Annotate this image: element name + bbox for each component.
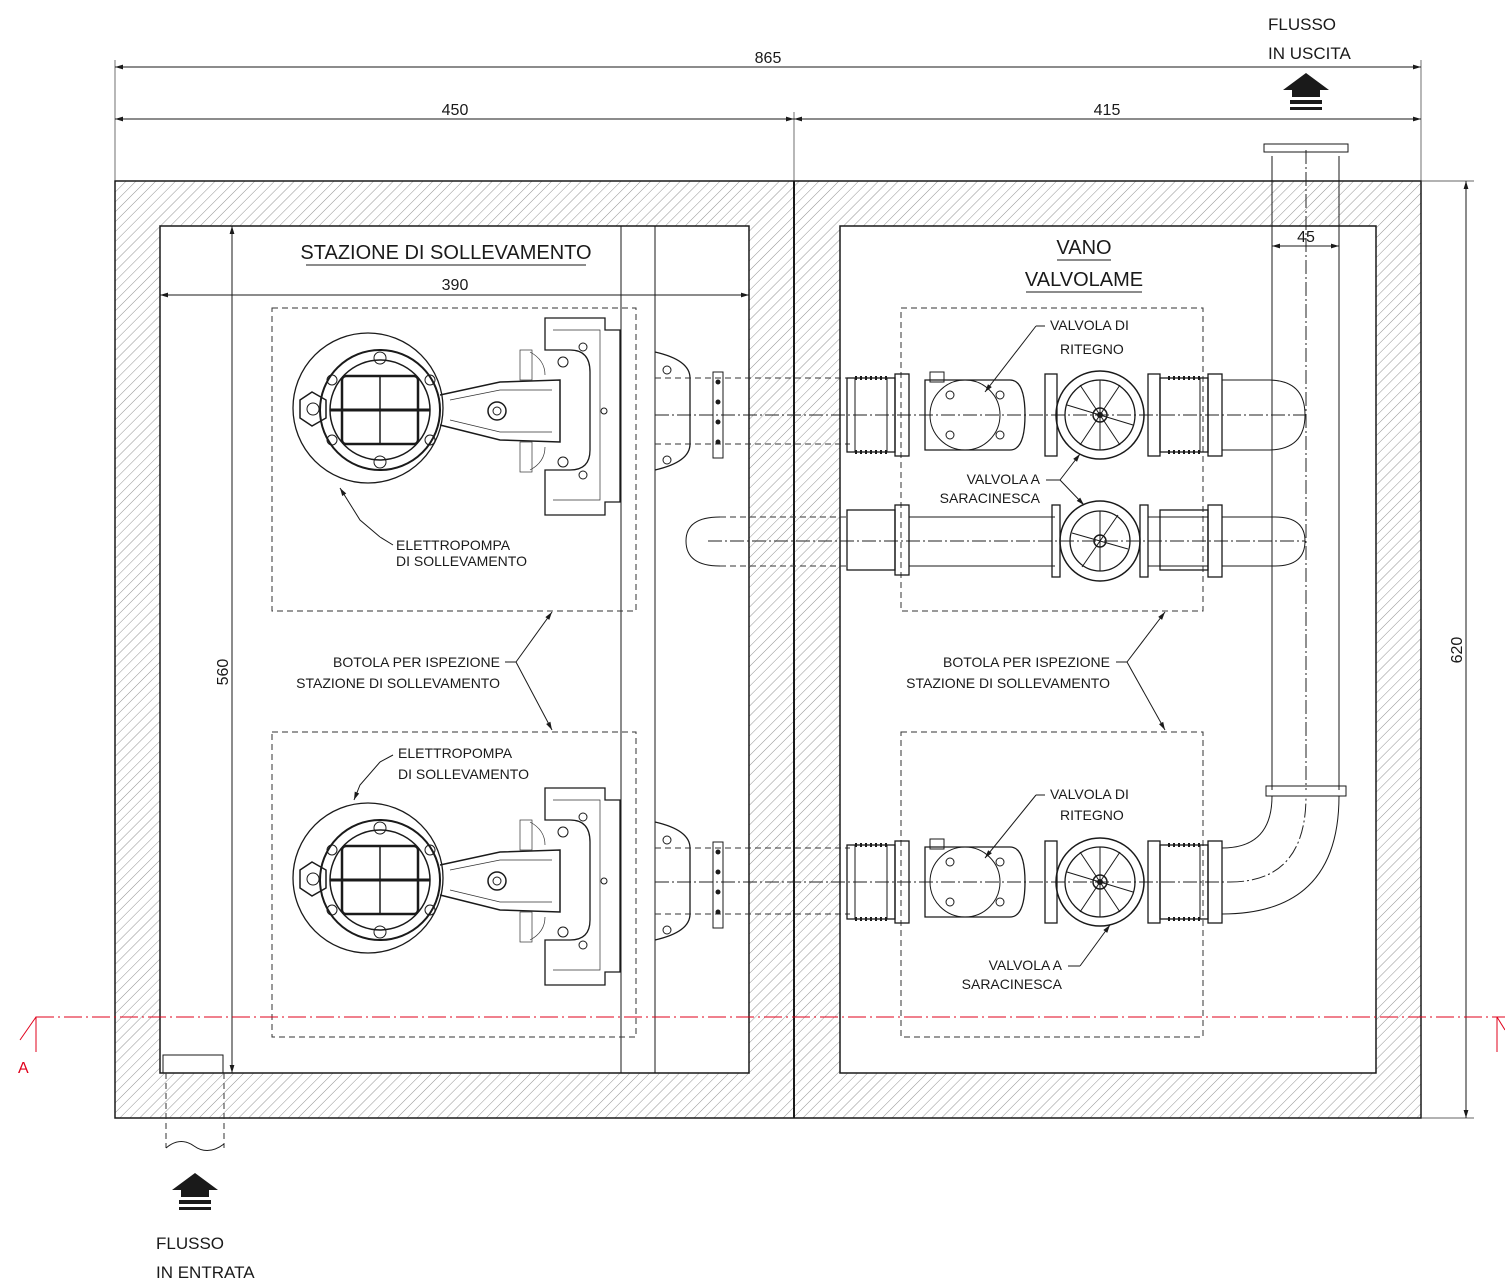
dim-450-label: 450 — [442, 102, 469, 119]
dim-left-width: 450 — [115, 102, 795, 181]
up-arrow-icon — [1283, 73, 1329, 110]
flow-in-label-2: IN ENTRATA — [156, 1263, 255, 1282]
hatch-label-left: BOTOLA PER ISPEZIONE STAZIONE DI SOLLEVA… — [296, 611, 553, 731]
svg-text:SARACINESCA: SARACINESCA — [962, 976, 1063, 992]
hatch-outline-right-bottom — [900, 731, 1204, 1038]
bypass-train — [846, 500, 1306, 582]
hatch-outline-right-top — [900, 307, 1204, 612]
svg-text:VALVOLA DI: VALVOLA DI — [1050, 786, 1129, 802]
svg-text:VALVOLA DI: VALVOLA DI — [1050, 317, 1129, 333]
svg-text:RITEGNO: RITEGNO — [1060, 341, 1124, 357]
pump-top — [292, 317, 691, 516]
hatch-outline-bottom — [271, 731, 637, 1038]
gate-valve-top-label: VALVOLA A SARACINESCA — [940, 453, 1085, 506]
gate-valve-bottom-label: VALVOLA A SARACINESCA — [962, 924, 1111, 992]
svg-text:DI SOLLEVAMENTO: DI SOLLEVAMENTO — [398, 766, 529, 782]
dim-865-label: 865 — [755, 50, 782, 67]
inlet-pipe-break — [165, 1141, 225, 1151]
svg-text:RITEGNO: RITEGNO — [1060, 807, 1124, 823]
up-arrow-icon — [172, 1173, 218, 1210]
outlet-riser: 45 — [1221, 143, 1349, 915]
walls — [114, 180, 1422, 1119]
hatch-label-right: BOTOLA PER ISPEZIONE STAZIONE DI SOLLEVA… — [906, 611, 1166, 731]
pump-top-label: ELETTROPOMPA DI SOLLEVAMENTO — [339, 487, 527, 569]
dim-560-label: 560 — [215, 659, 232, 686]
outlet-flange — [1263, 143, 1349, 153]
inlet-pipe-cap — [162, 1054, 224, 1074]
top-pipe-end — [1222, 379, 1306, 451]
check-valve-top-label: VALVOLA DI RITEGNO — [984, 317, 1129, 393]
hatch-outline-top — [271, 307, 637, 612]
section-mark-a: A — [18, 1060, 29, 1077]
svg-text:ELETTROPOMPA: ELETTROPOMPA — [396, 537, 511, 553]
svg-text:STAZIONE DI SOLLEVAMENTO: STAZIONE DI SOLLEVAMENTO — [296, 675, 500, 691]
dim-45-label: 45 — [1297, 229, 1315, 246]
svg-text:VALVOLA A: VALVOLA A — [989, 957, 1063, 973]
right-room-title-2: VALVOLAME — [1025, 269, 1143, 291]
svg-text:BOTOLA PER ISPEZIONE: BOTOLA PER ISPEZIONE — [943, 654, 1110, 670]
pipe-lines — [655, 377, 1305, 915]
right-room-title-1: VANO — [1056, 237, 1111, 259]
svg-text:BOTOLA PER ISPEZIONE: BOTOLA PER ISPEZIONE — [333, 654, 500, 670]
dim-total-width: 865 — [114, 50, 1422, 181]
flow-in-label-1: FLUSSO — [156, 1234, 224, 1253]
right-room: VANO VALVOLAME — [900, 237, 1204, 1038]
valve-train-top — [846, 370, 1223, 460]
flow-out-label-1: FLUSSO — [1268, 15, 1336, 34]
wall-flange-top — [712, 371, 724, 459]
flow-in: FLUSSO IN ENTRATA — [156, 1173, 255, 1282]
dim-390-label: 390 — [442, 277, 469, 294]
svg-text:VALVOLA A: VALVOLA A — [967, 471, 1041, 487]
svg-text:SARACINESCA: SARACINESCA — [940, 490, 1041, 506]
section-line: A — [18, 1016, 1505, 1077]
dim-415-label: 415 — [1094, 102, 1121, 119]
left-room-title: STAZIONE DI SOLLEVAMENTO — [300, 242, 591, 264]
pump-bottom — [291, 786, 692, 987]
wall-flange-bottom — [712, 841, 724, 929]
flow-out-label-2: IN USCITA — [1268, 44, 1351, 63]
riser-flange — [1265, 785, 1347, 797]
left-room: STAZIONE DI SOLLEVAMENTO 390 560 — [160, 226, 749, 1151]
dim-total-height: 620 — [1421, 180, 1474, 1119]
svg-text:DI SOLLEVAMENTO: DI SOLLEVAMENTO — [396, 553, 527, 569]
svg-text:ELETTROPOMPA: ELETTROPOMPA — [398, 745, 513, 761]
flow-out: FLUSSO IN USCITA — [1268, 15, 1351, 110]
svg-text:STAZIONE DI SOLLEVAMENTO: STAZIONE DI SOLLEVAMENTO — [906, 675, 1110, 691]
check-valve-bottom-label: VALVOLA DI RITEGNO — [984, 786, 1129, 859]
pump-bottom-label: ELETTROPOMPA DI SOLLEVAMENTO — [353, 745, 529, 801]
dim-right-width: 415 — [794, 102, 1421, 122]
dim-620-label: 620 — [1449, 637, 1466, 664]
